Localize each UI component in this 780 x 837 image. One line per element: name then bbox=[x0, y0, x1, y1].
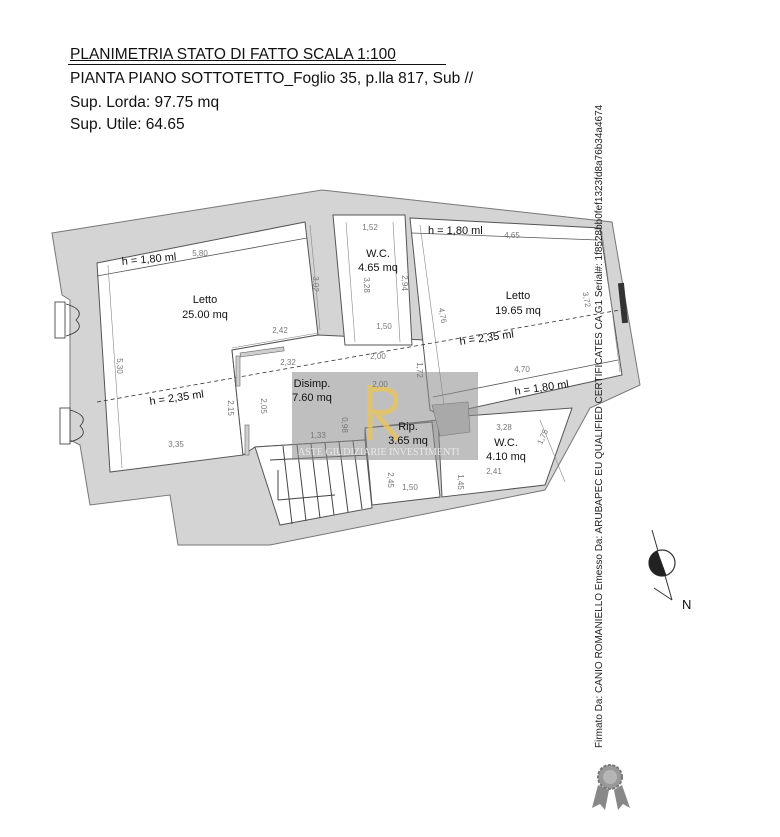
plan-subtitle: PIANTA PIANO SOTTOTETTO_Foglio 35, p.lla… bbox=[70, 70, 474, 87]
room-name: W.C. bbox=[494, 437, 518, 449]
title-underline bbox=[68, 64, 446, 65]
room-name: Rip. bbox=[398, 421, 418, 433]
seal-ribbon-icon bbox=[592, 764, 630, 810]
room-name: W.C. bbox=[366, 248, 390, 260]
dimension-label: 4,76 bbox=[437, 307, 449, 324]
dimension-label: 5,30 bbox=[115, 358, 124, 374]
dimension-label: 4,70 bbox=[514, 365, 530, 374]
room-area: 19.65 mq bbox=[495, 305, 541, 317]
dimension-label: 3,72 bbox=[581, 291, 593, 308]
dimension-label: 3,35 bbox=[168, 440, 184, 449]
watermark: ASTE GIUDIZIARIE INVESTIMENTI bbox=[292, 372, 478, 460]
height-2-35-line bbox=[96, 309, 621, 403]
plan-title: PLANIMETRIA STATO DI FATTO SCALA 1:100 bbox=[70, 46, 396, 63]
height-label: h = 1,80 ml bbox=[428, 225, 483, 237]
dimension-label: 4,65 bbox=[504, 231, 520, 240]
dimension-label: 1,52 bbox=[362, 223, 378, 232]
dimension-label: 2,00 bbox=[372, 380, 388, 389]
height-label: h = 1,80 ml bbox=[121, 251, 177, 268]
room-area: 4.65 mq bbox=[358, 262, 398, 274]
dimension-label: 2,42 bbox=[272, 326, 288, 335]
window-right bbox=[617, 282, 629, 324]
room-area: 7.60 mq bbox=[292, 392, 332, 404]
dimension-label: 1,72 bbox=[415, 362, 424, 378]
dimension-label: 3,02 bbox=[311, 276, 320, 292]
dimension-label: 2,15 bbox=[226, 400, 235, 416]
room-name: Disimp. bbox=[294, 378, 331, 390]
dimension-label: 3,28 bbox=[362, 277, 371, 293]
dimension-label: 1,45 bbox=[456, 474, 465, 490]
room-area: 25.00 mq bbox=[182, 309, 228, 321]
window-left-bottom bbox=[59, 407, 84, 445]
dimension-label: 2,45 bbox=[386, 472, 395, 488]
dimension-label: 3,28 bbox=[496, 423, 512, 432]
compass-north-label: N bbox=[682, 597, 691, 612]
room-area: 3.65 mq bbox=[388, 435, 428, 447]
dimension-label: 2,32 bbox=[280, 358, 296, 367]
net-area: Sup. Utile: 64.65 bbox=[70, 116, 185, 133]
watermark-logo bbox=[367, 385, 400, 442]
room-area: 4.10 mq bbox=[486, 451, 526, 463]
digital-signature: Firmato Da: CANIO ROMANIELLO Emesso Da: … bbox=[594, 104, 605, 748]
window-left-top bbox=[54, 301, 80, 339]
dimension-label: 1,50 bbox=[402, 483, 418, 492]
dimension-label: 2,00 bbox=[370, 352, 386, 361]
gross-area: Sup. Lorda: 97.75 mq bbox=[70, 94, 220, 111]
north-compass bbox=[648, 529, 676, 601]
room-name: Letto bbox=[193, 294, 217, 306]
dimension-label: 2,41 bbox=[486, 467, 502, 476]
dimension-label: 2,94 bbox=[400, 275, 409, 291]
dimension-label: 1,50 bbox=[376, 322, 392, 331]
dimension-label: 1,33 bbox=[310, 431, 326, 440]
watermark-text: ASTE GIUDIZIARIE INVESTIMENTI bbox=[298, 447, 460, 458]
dimension-label: 5,80 bbox=[192, 249, 208, 258]
dimension-lines bbox=[107, 221, 621, 483]
dimension-label: 2,05 bbox=[259, 398, 268, 414]
room-name: Letto bbox=[506, 290, 530, 302]
dimension-label: 0,98 bbox=[340, 417, 349, 433]
